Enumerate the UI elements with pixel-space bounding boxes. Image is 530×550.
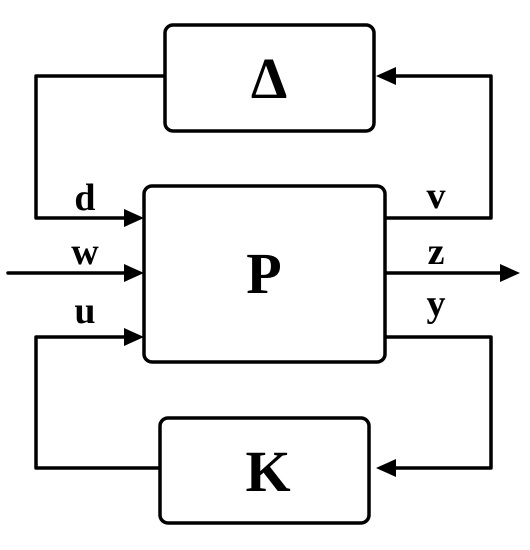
signal-y-label: y [427,283,446,325]
wire-delta-to-d [34,74,167,220]
signal-u-label: u [74,290,95,332]
wire-y-to-k [383,335,493,470]
delta-block [163,23,376,133]
arrowhead-z-output [500,264,520,282]
plant-label: P [246,241,281,306]
wire-k-to-u [34,335,162,470]
signal-z-label: z [428,231,445,273]
arrowhead-w-into-p [124,264,144,282]
signal-v-label: v [427,175,446,217]
arrowhead-into-delta [376,67,396,85]
arrowhead-u-into-p [124,328,144,346]
delta-label: Δ [251,46,287,111]
controller-block [158,416,371,525]
arrowhead-into-k [376,459,396,477]
controller-label: K [245,439,290,504]
signal-d-label: d [74,177,95,219]
wire-v-to-delta [383,74,493,220]
plant-block [142,184,387,364]
signal-w-label: w [71,231,99,273]
arrowhead-d-into-p [124,209,144,227]
